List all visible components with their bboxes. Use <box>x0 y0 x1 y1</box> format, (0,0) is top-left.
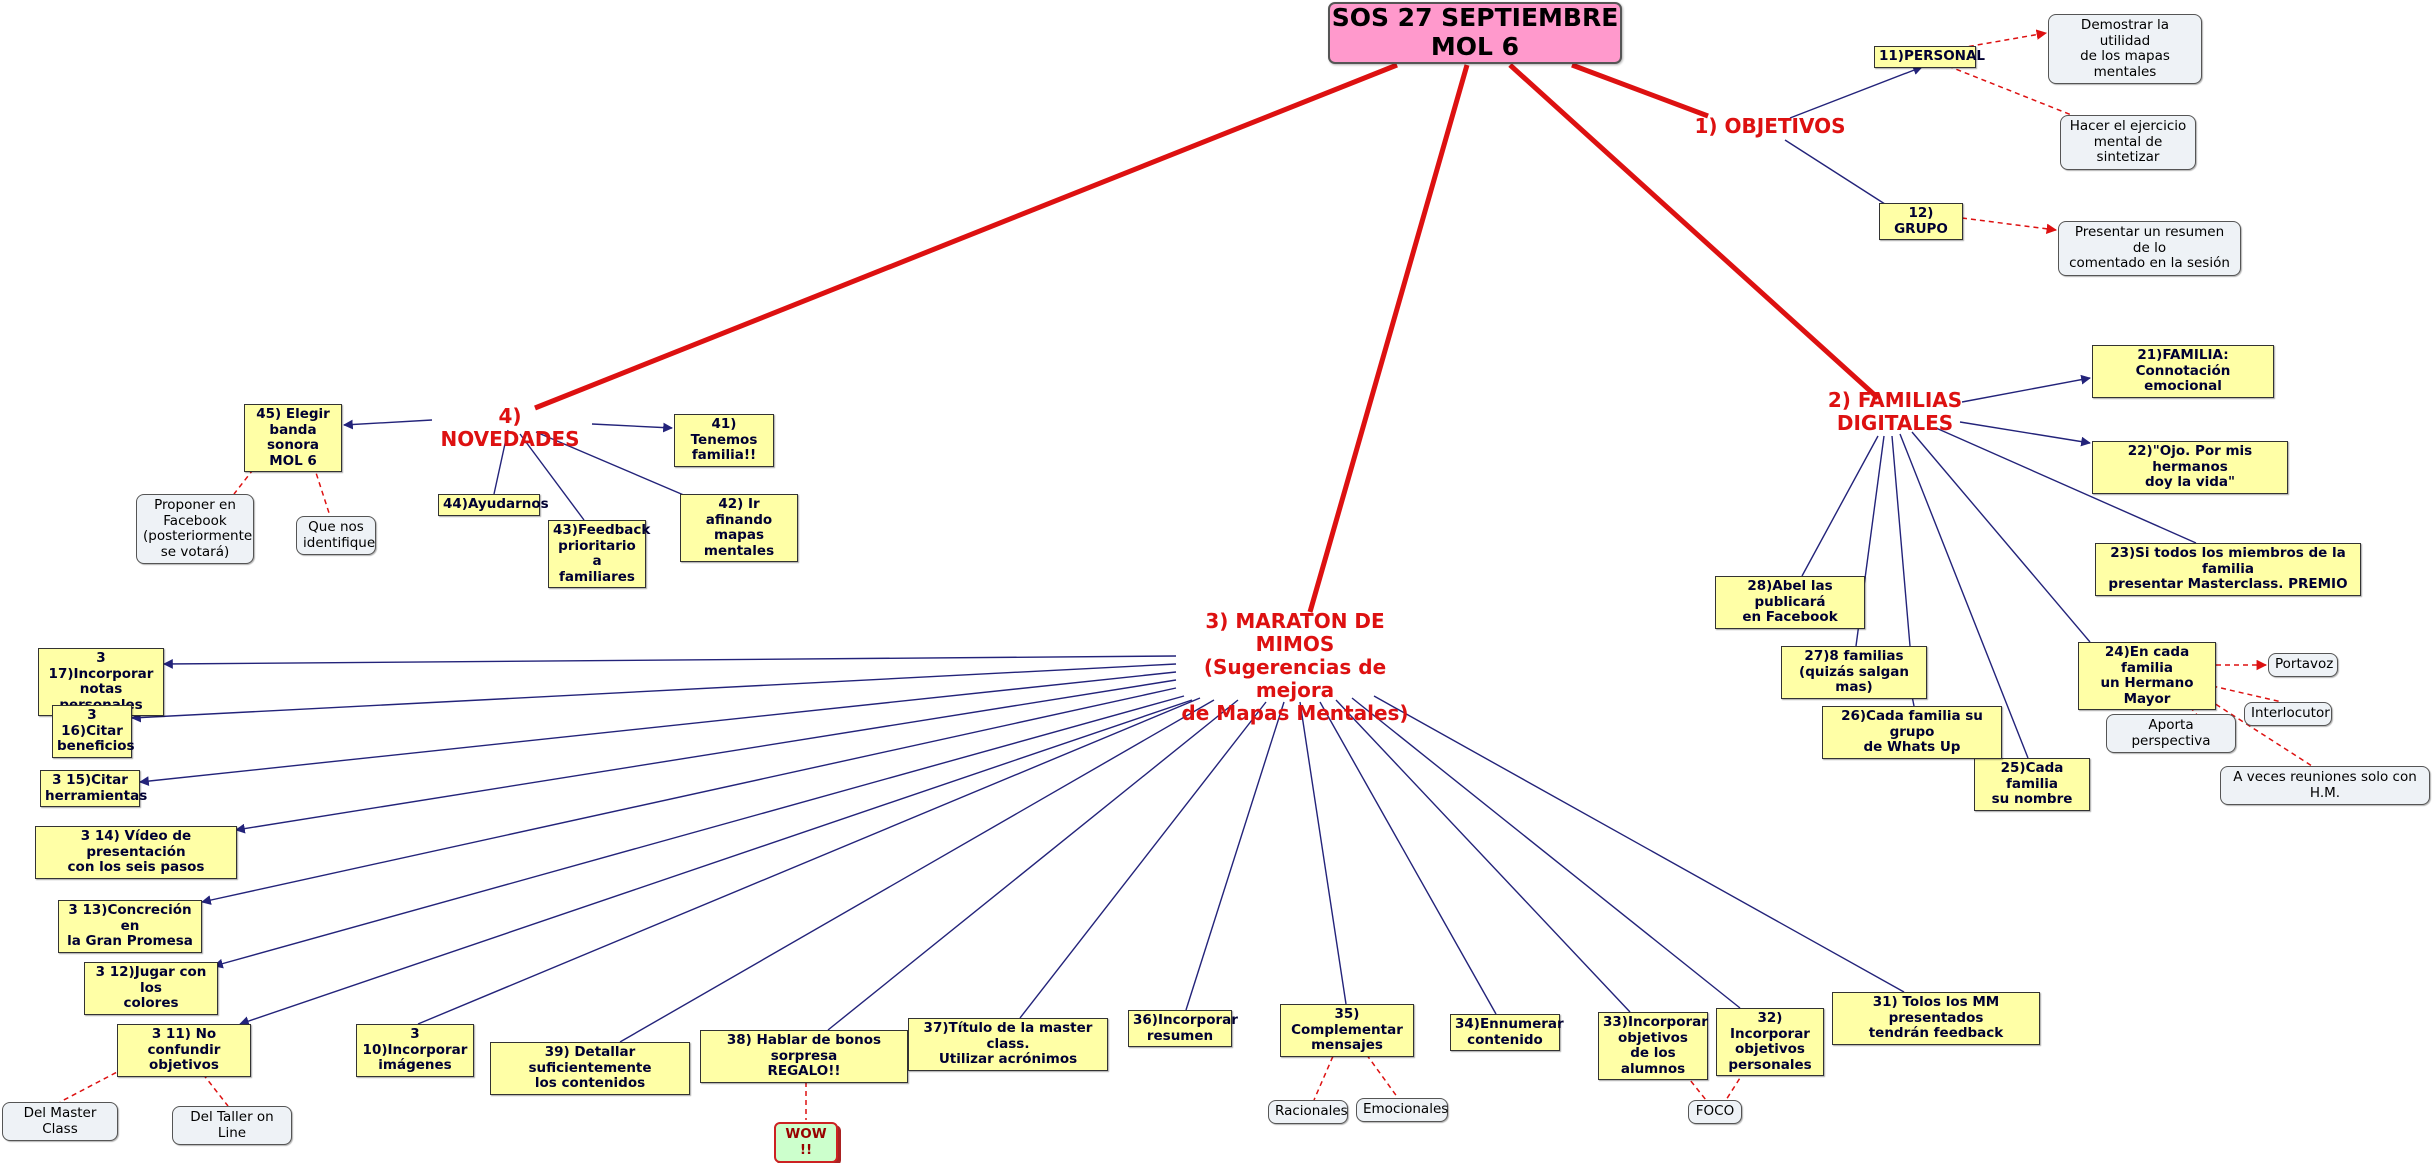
connector-26 <box>519 433 585 521</box>
node-28-abel-facebook[interactable]: 28)Abel las publicará en Facebook <box>1715 576 1865 629</box>
note-reuniones-hm[interactable]: A veces reuniones solo con H.M. <box>2220 766 2430 806</box>
connector-32 <box>139 671 1177 786</box>
node-3-11[interactable]: 3 11) No confundir objetivos <box>117 1024 251 1077</box>
connector-30 <box>163 655 1177 669</box>
connector-35 <box>213 695 1185 969</box>
node-24-hermano-mayor[interactable]: 24)En cada familia un Hermano Mayor <box>2078 642 2216 711</box>
node-wow[interactable]: WOW !! <box>774 1122 838 1163</box>
node-44-ayudarnos[interactable]: 44)Ayudarnos <box>438 494 549 516</box>
node-3-14[interactable]: 3 14) Vídeo de presentación con los seis… <box>35 826 237 879</box>
connector-5 <box>1789 65 1923 119</box>
connector-1 <box>534 62 1398 411</box>
note-del-master-class[interactable]: Del Master Class <box>2 1102 118 1142</box>
note-foco[interactable]: FOCO <box>1688 1100 1742 1124</box>
node-41-tenemos-familia[interactable]: 41) Tenemos familia!! <box>674 414 774 467</box>
node-31[interactable]: 31) Tolos los MM presentados tendrán fee… <box>1832 992 2040 1045</box>
connector-46 <box>1373 695 1905 993</box>
connector-43 <box>1319 701 1497 1015</box>
node-25-nombre[interactable]: 25)Cada familia su nombre <box>1974 758 2090 811</box>
node-3-17[interactable]: 3 17)Incorporar notas personales <box>38 648 164 717</box>
connector-38 <box>619 699 1215 1043</box>
note-que-nos-identifique[interactable]: Que nos identifique <box>296 516 376 556</box>
note-racionales[interactable]: Racionales <box>1268 1100 1348 1124</box>
note-presentar-resumen[interactable]: Presentar un resumen de lo comentado en … <box>2058 221 2241 276</box>
node-3-15[interactable]: 3 15)Citar herramientas <box>40 770 147 808</box>
node-35[interactable]: 35) Complementar mensajes <box>1280 1004 1414 1057</box>
connector-24 <box>591 422 673 433</box>
topic-objetivos[interactable]: 1) OBJETIVOS <box>1694 114 1846 138</box>
connector-42 <box>1299 701 1347 1005</box>
node-11-personal[interactable]: 11)PERSONAL <box>1874 46 1985 68</box>
node-32[interactable]: 32) Incorporar objetivos personales <box>1716 1008 1824 1077</box>
note-emocionales[interactable]: Emocionales <box>1356 1098 1448 1122</box>
note-portavoz[interactable]: Portavoz <box>2268 653 2338 677</box>
node-26-whats-up[interactable]: 26)Cada familia su grupo de Whats Up <box>1822 706 2002 759</box>
topic-novedades[interactable]: 4) NOVEDADES <box>440 404 580 451</box>
connector-45 <box>1351 697 1741 1009</box>
node-36[interactable]: 36)Incorporar resumen <box>1128 1010 1238 1048</box>
node-37[interactable]: 37)Título de la master class. Utilizar a… <box>908 1018 1108 1071</box>
root-topic[interactable]: SOS 27 SEPTIEMBRE MOL 6 <box>1328 2 1622 64</box>
connector-13 <box>1911 431 2091 643</box>
connector-44 <box>1335 699 1631 1013</box>
connector-15 <box>1891 435 1911 647</box>
connector-4 <box>1571 62 1709 119</box>
note-aporta-perspectiva[interactable]: Aporta perspectiva <box>2106 714 2236 754</box>
note-ejercicio-sintetizar[interactable]: Hacer el ejercicio mental de sintetizar <box>2060 115 2196 170</box>
node-34[interactable]: 34)Ennumerar contenido <box>1450 1014 1564 1052</box>
node-3-13[interactable]: 3 13)Concreción en la Gran Promesa <box>58 900 202 953</box>
node-3-16[interactable]: 3 16)Citar beneficios <box>52 705 135 758</box>
node-42-afinando-mapas[interactable]: 42) Ir afinando mapas mentales <box>680 494 798 563</box>
node-22-ojo-hermanos[interactable]: 22)"Ojo. Por mis hermanos doy la vida" <box>2092 441 2288 494</box>
connector-3 <box>1508 63 1880 400</box>
connector-9 <box>1961 217 2058 235</box>
connector-10 <box>1961 374 2091 403</box>
connector-11 <box>1959 421 2091 447</box>
connector-39 <box>827 699 1239 1031</box>
connector-12 <box>1935 427 2197 544</box>
node-3-12[interactable]: 3 12)Jugar con los colores <box>84 962 218 1015</box>
node-38[interactable]: 38) Hablar de bonos sorpresa REGALO!! <box>700 1030 908 1083</box>
node-3-10[interactable]: 3 10)Incorporar imágenes <box>356 1024 474 1077</box>
connector-23 <box>343 419 433 430</box>
node-45-banda-sonora[interactable]: 45) Elegir banda sonora MOL 6 <box>244 404 342 473</box>
connector-25 <box>535 431 687 497</box>
connector-47 <box>59 1059 141 1103</box>
topic-familias-digitales[interactable]: 2) FAMILIAS DIGITALES <box>1827 388 1963 435</box>
node-39[interactable]: 39) Detallar suficientemente los conteni… <box>490 1042 690 1095</box>
connector-8 <box>1947 65 2075 117</box>
connector-31 <box>131 663 1177 723</box>
node-21-familia[interactable]: 21)FAMILIA: Connotación emocional <box>2092 345 2274 398</box>
node-27-ocho-familias[interactable]: 27)8 familias (quizás salgan mas) <box>1781 646 1927 699</box>
node-33[interactable]: 33)Incorporar objetivos de los alumnos <box>1598 1012 1708 1081</box>
connector-37 <box>417 697 1201 1025</box>
connector-14 <box>1899 433 2029 759</box>
topic-maraton-mimos[interactable]: 3) MARATON DE MIMOS (Sugerencias de mejo… <box>1181 609 1409 725</box>
node-43-feedback-familiares[interactable]: 43)Feedback prioritario a familiares <box>548 520 650 589</box>
note-del-taller-online[interactable]: Del Taller on Line <box>172 1106 292 1146</box>
connector-20 <box>2185 679 2283 703</box>
connector-2 <box>1307 64 1470 613</box>
connector-33 <box>235 679 1177 834</box>
connector-34 <box>201 687 1177 905</box>
connector-36 <box>239 699 1193 1026</box>
node-23-masterclass-premio[interactable]: 23)Si todos los miembros de la familia p… <box>2095 543 2361 596</box>
connector-17 <box>1801 435 1879 577</box>
note-proponer-facebook[interactable]: Proponer en Facebook (posteriormente se … <box>136 494 254 565</box>
connector-7 <box>1959 29 2048 49</box>
note-interlocutor[interactable]: Interlocutor <box>2244 702 2332 726</box>
note-demostrar-utilidad[interactable]: Demostrar la utilidad de los mapas menta… <box>2048 14 2202 85</box>
connector-27 <box>493 429 509 495</box>
connector-41 <box>1185 701 1285 1011</box>
node-12-grupo[interactable]: 12) GRUPO <box>1879 203 1963 241</box>
connector-40 <box>1019 701 1267 1019</box>
connector-6 <box>1784 139 1889 207</box>
